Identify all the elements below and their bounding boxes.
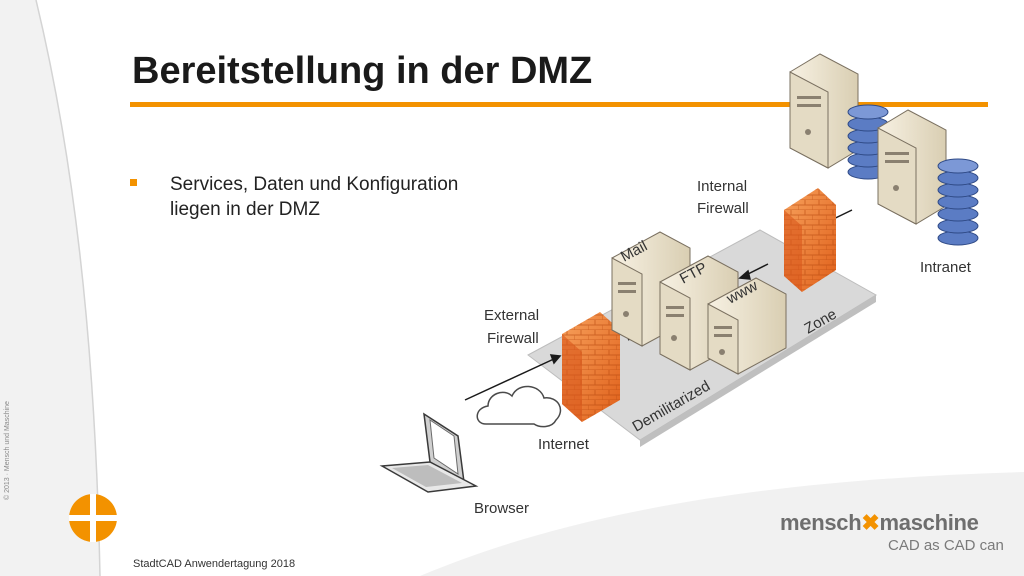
internal-firewall-label-1: Internal: [697, 178, 747, 195]
intranet-server-2: [877, 109, 947, 225]
bullet-text: Services, Daten und Konfiguration liegen…: [170, 174, 459, 220]
page-title: Bereitstellung in der DMZ: [132, 50, 593, 92]
browser-label: Browser: [474, 500, 529, 517]
intranet-label: Intranet: [920, 259, 972, 276]
internal-firewall-label-2: Firewall: [697, 200, 749, 217]
internet-cloud-icon: [476, 385, 562, 428]
brand-right: maschine: [879, 510, 979, 535]
brand-cross-icon: ✖: [861, 510, 880, 535]
external-firewall-label-2: Firewall: [487, 330, 539, 347]
external-firewall-label-1: External: [484, 307, 539, 324]
www-server: [707, 277, 787, 375]
footer-text: StadtCAD Anwendertagung 2018: [133, 558, 296, 570]
laptop-icon: [379, 412, 479, 493]
bullet-square-icon: [130, 179, 137, 186]
title-underline: [130, 102, 988, 107]
intranet-database-2: [937, 158, 979, 246]
internal-firewall: [784, 188, 836, 292]
brand-logo: mensch✖maschine: [780, 510, 979, 536]
brand-left: mensch: [780, 510, 862, 535]
internet-label: Internet: [538, 436, 590, 453]
external-firewall: [562, 312, 620, 422]
brand-slogan: CAD as CAD can: [888, 537, 1004, 554]
intranet-server-1: [789, 53, 859, 169]
